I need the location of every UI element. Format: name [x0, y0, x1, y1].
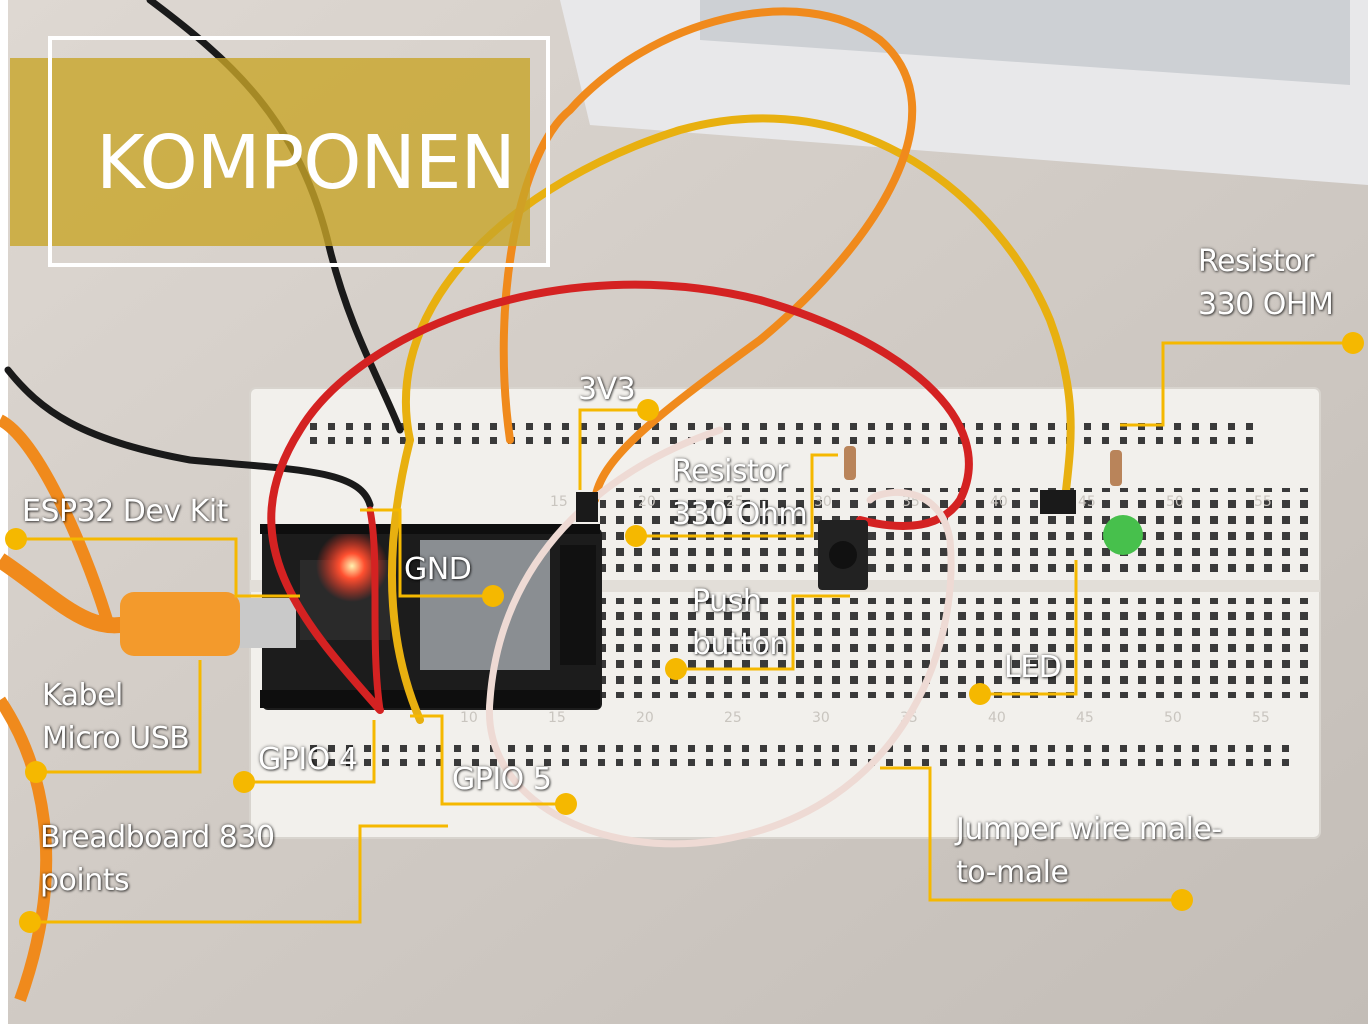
label-esp32: ESP32 Dev Kit — [22, 494, 228, 529]
callout-dot — [482, 585, 504, 607]
esp32-board — [236, 524, 602, 710]
label-line: Resistor — [1198, 244, 1315, 279]
label-kabel-usb: Kabel Micro USB — [42, 674, 190, 760]
title-frame — [48, 36, 550, 267]
callout-dot — [1342, 332, 1364, 354]
callout-dot — [5, 528, 27, 550]
callout-dot — [1171, 889, 1193, 911]
callout-dot — [555, 793, 577, 815]
breadboard-number: 30 — [812, 710, 830, 726]
label-line: 330 Ohm — [672, 497, 808, 532]
label-3v3: 3V3 — [578, 372, 636, 407]
breadboard-number: 25 — [724, 710, 742, 726]
callout-dots — [5, 332, 1364, 933]
label-jumper-wire: Jumper wire male- to-male — [956, 808, 1222, 894]
breadboard-number: 50 — [1164, 710, 1182, 726]
label-push-button: Push button — [692, 580, 788, 666]
label-line: Resistor — [672, 454, 789, 489]
label-line: button — [692, 627, 788, 662]
callout-lines — [16, 341, 1353, 924]
label-led: LED — [1004, 650, 1062, 685]
breadboard-number: 40 — [988, 710, 1006, 726]
label-gpio5: GPIO 5 — [452, 762, 552, 797]
breadboard-number: 15 — [548, 710, 566, 726]
label-gnd: GND — [404, 552, 472, 587]
breadboard-number: 50 — [1166, 494, 1184, 510]
breadboard-number: 45 — [1078, 494, 1096, 510]
label-line: to-male — [956, 855, 1069, 890]
callout-dot — [25, 761, 47, 783]
label-gpio4: GPIO 4 — [258, 742, 358, 777]
components — [576, 446, 1143, 590]
breadboard-number: 25 — [726, 494, 744, 510]
breadboard-number: 20 — [636, 710, 654, 726]
label-line: Push — [692, 584, 762, 619]
breadboard-number: 55 — [1252, 710, 1270, 726]
label-resistor-center: Resistor 330 Ohm — [672, 450, 808, 536]
callout-dot — [625, 525, 647, 547]
callout-dot — [969, 683, 991, 705]
label-line: Breadboard 830 — [40, 820, 275, 855]
label-breadboard: Breadboard 830 points — [40, 816, 275, 902]
label-line: 330 OHM — [1198, 287, 1334, 322]
callout-dot — [665, 658, 687, 680]
label-line: Kabel — [42, 678, 123, 713]
title-plate — [10, 58, 530, 246]
breadboard-number: 10 — [460, 710, 478, 726]
breadboard-number: 20 — [638, 494, 656, 510]
label-resistor-right: Resistor 330 OHM — [1198, 240, 1334, 326]
breadboard-number: 55 — [1254, 494, 1272, 510]
breadboard-number: 15 — [550, 494, 568, 510]
callout-dot — [233, 771, 255, 793]
callout-dot — [637, 399, 659, 421]
breadboard-number: 30 — [814, 494, 832, 510]
breadboard-number: 40 — [990, 494, 1008, 510]
callout-dot — [19, 911, 41, 933]
label-line: Micro USB — [42, 721, 190, 756]
title: KOMPONEN — [96, 120, 516, 206]
label-line: points — [40, 863, 130, 898]
usb-cable — [0, 414, 240, 1003]
breadboard-number: 45 — [1076, 710, 1094, 726]
label-line: Jumper wire male- — [956, 812, 1222, 847]
